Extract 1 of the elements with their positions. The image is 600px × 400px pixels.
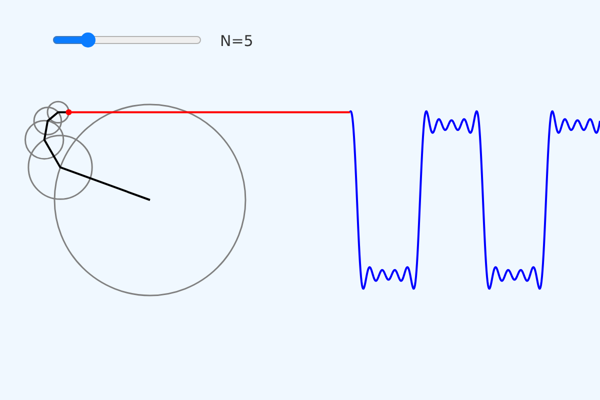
- value-label: N=5: [220, 32, 254, 50]
